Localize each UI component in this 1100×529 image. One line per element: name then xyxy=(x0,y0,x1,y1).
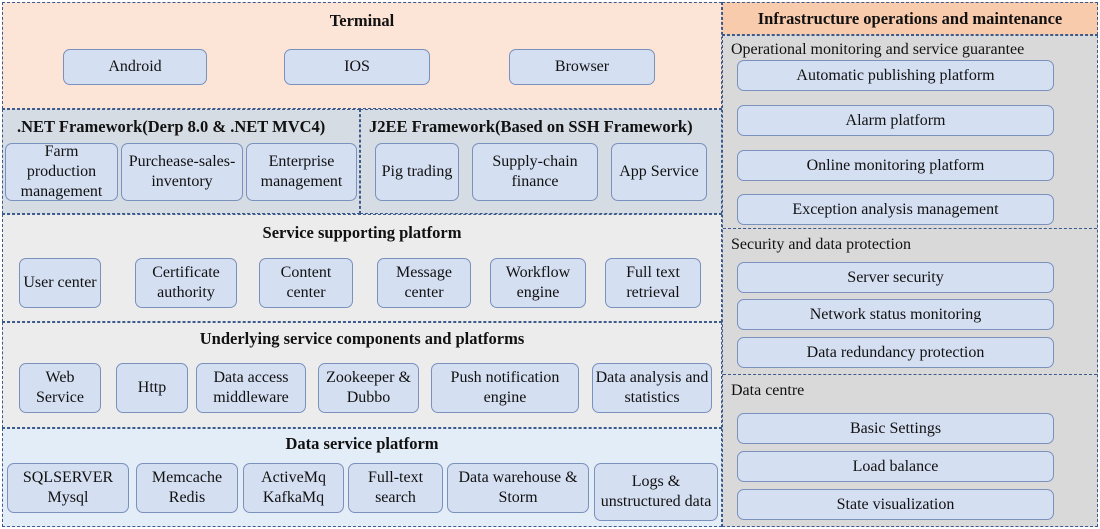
monitoring-item-exception-analysis[interactable]: Exception analysis management xyxy=(737,194,1054,225)
monitoring-item-alarm-platform[interactable]: Alarm platform xyxy=(737,105,1054,136)
service-item-workflow-engine[interactable]: Workflow engine xyxy=(490,258,586,308)
net-framework-panel: .NET Framework(Derp 8.0 & .NET MVC4) Far… xyxy=(2,109,360,214)
service-item-content-center[interactable]: Content center xyxy=(259,258,353,308)
j2ee-item-pig-trading[interactable]: Pig trading xyxy=(375,143,459,201)
data-item-memcache-redis[interactable]: Memcache Redis xyxy=(136,463,238,513)
underlying-services-title: Underlying service components and platfo… xyxy=(199,329,525,348)
data-item-logs-unstructured[interactable]: Logs & unstructured data xyxy=(594,463,718,521)
data-centre-section-label: Data centre xyxy=(731,382,805,399)
net-item-purchase-sales[interactable]: Purchease-sales-inventory xyxy=(121,143,243,201)
underlying-item-zookeeper-dubbo[interactable]: Zookeeper & Dubbo xyxy=(318,363,419,413)
net-framework-title: .NET Framework(Derp 8.0 & .NET MVC4) xyxy=(17,117,326,136)
service-item-full-text-retrieval[interactable]: Full text retrieval xyxy=(605,258,701,308)
data-item-activemq-kafkamq[interactable]: ActiveMq KafkaMq xyxy=(243,463,344,513)
security-section-label: Security and data protection xyxy=(731,236,911,253)
underlying-services-panel: Underlying service components and platfo… xyxy=(2,322,722,428)
terminal-item-ios[interactable]: IOS xyxy=(284,49,430,85)
service-item-message-center[interactable]: Message center xyxy=(377,258,471,308)
underlying-item-http[interactable]: Http xyxy=(116,363,188,413)
service-supporting-panel: Service supporting platform User center … xyxy=(2,214,722,322)
monitoring-item-online-monitoring[interactable]: Online monitoring platform xyxy=(737,150,1054,181)
underlying-item-push-notification[interactable]: Push notification engine xyxy=(431,363,579,413)
data-service-title: Data service platform xyxy=(285,434,439,453)
terminal-item-browser[interactable]: Browser xyxy=(509,49,655,85)
underlying-item-data-access-middleware[interactable]: Data access middleware xyxy=(196,363,306,413)
infra-divider-1 xyxy=(723,228,1097,229)
infrastructure-header: Infrastructure operations and maintenanc… xyxy=(722,2,1098,35)
service-supporting-title: Service supporting platform xyxy=(262,223,462,242)
j2ee-framework-panel: J2EE Framework(Based on SSH Framework) P… xyxy=(360,109,722,214)
data-centre-item-load-balance[interactable]: Load balance xyxy=(737,451,1054,482)
infrastructure-panel: Operational monitoring and service guara… xyxy=(722,35,1098,527)
data-item-sqlserver-mysql[interactable]: SQLSERVER Mysql xyxy=(7,463,129,513)
terminal-title: Terminal xyxy=(329,11,395,30)
underlying-item-web-service[interactable]: Web Service xyxy=(19,363,101,413)
service-item-user-center[interactable]: User center xyxy=(19,258,101,308)
security-item-network-status[interactable]: Network status monitoring xyxy=(737,299,1054,330)
data-centre-item-state-visualization[interactable]: State visualization xyxy=(737,489,1054,520)
infrastructure-title: Infrastructure operations and maintenanc… xyxy=(757,9,1063,28)
monitoring-item-automatic-publishing[interactable]: Automatic publishing platform xyxy=(737,60,1054,91)
data-item-full-text-search[interactable]: Full-text search xyxy=(348,463,443,513)
data-service-panel: Data service platform SQLSERVER Mysql Me… xyxy=(2,428,722,527)
security-item-server-security[interactable]: Server security xyxy=(737,262,1054,293)
data-centre-item-basic-settings[interactable]: Basic Settings xyxy=(737,413,1054,444)
service-item-certificate-authority[interactable]: Certificate authority xyxy=(135,258,237,308)
net-item-enterprise[interactable]: Enterprise management xyxy=(246,143,357,201)
net-item-farm-production[interactable]: Farm production management xyxy=(5,143,118,201)
terminal-item-android[interactable]: Android xyxy=(63,49,207,85)
monitoring-section-label: Operational monitoring and service guara… xyxy=(731,41,1025,58)
security-item-data-redundancy[interactable]: Data redundancy protection xyxy=(737,337,1054,368)
j2ee-item-supply-chain[interactable]: Supply-chain finance xyxy=(472,143,598,201)
j2ee-item-app-service[interactable]: App Service xyxy=(611,143,707,201)
j2ee-framework-title: J2EE Framework(Based on SSH Framework) xyxy=(369,117,693,136)
infra-divider-2 xyxy=(723,374,1097,375)
underlying-item-data-analysis[interactable]: Data analysis and statistics xyxy=(592,363,712,413)
terminal-panel: Terminal Android IOS Browser xyxy=(2,2,722,109)
data-item-data-warehouse[interactable]: Data warehouse & Storm xyxy=(447,463,589,513)
